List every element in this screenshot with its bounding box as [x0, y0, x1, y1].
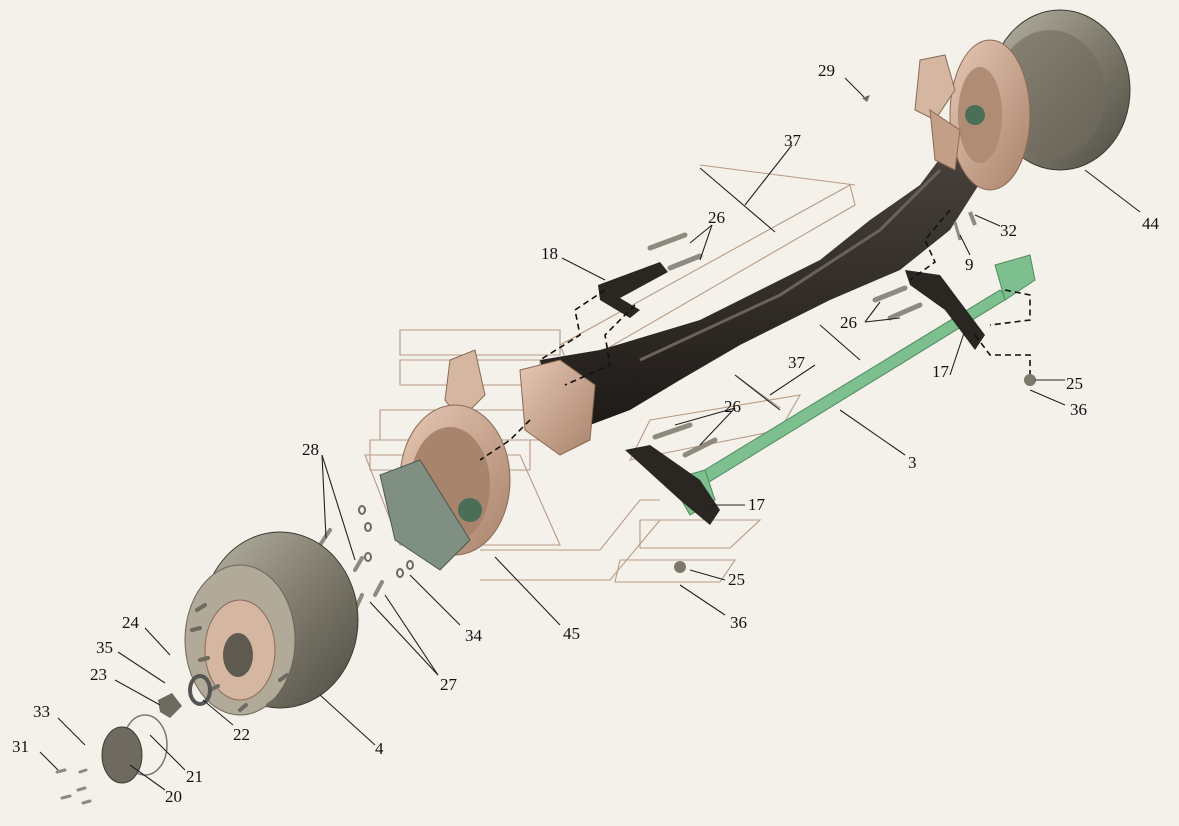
right-wheel-assembly [914, 9, 1131, 191]
callout-45: 45 [563, 624, 580, 643]
brake-drum [184, 531, 359, 716]
callout-23: 23 [90, 665, 107, 684]
callout-31: 31 [12, 737, 29, 756]
callout-27: 27 [440, 675, 458, 694]
assembly-dash-lines [479, 209, 1031, 461]
callout-37-mid: 37 [788, 353, 806, 372]
callout-26-top: 26 [708, 208, 725, 227]
callout-17-right: 17 [932, 362, 950, 381]
nut-23 [158, 693, 182, 718]
washers-34 [358, 505, 414, 578]
callout-26-right: 26 [840, 313, 857, 332]
callout-28: 28 [302, 440, 319, 459]
callout-25-left: 25 [728, 570, 745, 589]
callout-labels: 29 37 26 18 32 44 9 26 17 25 36 37 26 3 … [12, 61, 1160, 806]
callout-17-left: 17 [748, 495, 766, 514]
cap-bolts-31 [55, 768, 92, 805]
callout-26-mid: 26 [724, 397, 741, 416]
callout-24: 24 [122, 613, 140, 632]
callout-36-right: 36 [1070, 400, 1087, 419]
callout-20: 20 [165, 787, 182, 806]
callout-37-top: 37 [784, 131, 802, 150]
hub-cap-20 [101, 726, 143, 784]
callout-4: 4 [375, 739, 384, 758]
callout-35: 35 [96, 638, 113, 657]
leader-lines [39, 77, 1141, 791]
callout-29: 29 [818, 61, 835, 80]
left-knuckle-assembly [379, 349, 596, 571]
callout-44: 44 [1142, 214, 1160, 233]
callout-18: 18 [541, 244, 558, 263]
steering-arm-17-lower [625, 445, 720, 525]
steering-arm-18 [598, 262, 668, 318]
callout-22: 22 [233, 725, 250, 744]
callout-33: 33 [33, 702, 50, 721]
callout-3: 3 [908, 453, 917, 472]
callout-34: 34 [465, 626, 483, 645]
callout-21: 21 [186, 767, 203, 786]
callout-25-right: 25 [1066, 374, 1083, 393]
callout-36-left: 36 [730, 613, 747, 632]
small-parts [674, 95, 1036, 573]
seal-22 [188, 674, 212, 706]
wheel-bolts [318, 528, 384, 612]
callout-9: 9 [965, 255, 974, 274]
callout-32: 32 [1000, 221, 1017, 240]
bolts-26 [647, 232, 923, 458]
